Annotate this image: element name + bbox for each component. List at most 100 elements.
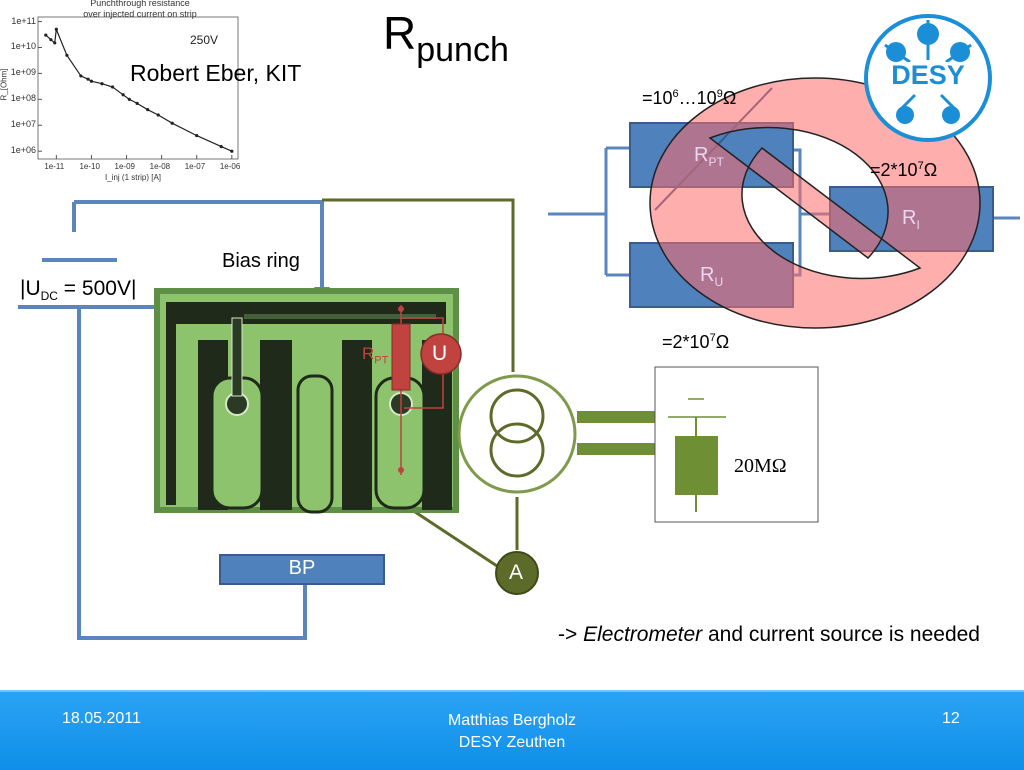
- probe-top-dot: [398, 306, 404, 312]
- plot-ytick-label: 1e+06: [10, 145, 36, 156]
- source-coil-bottom: [489, 422, 545, 478]
- source-coil-top: [489, 388, 545, 444]
- plot-xtick-label: 1e-06: [219, 162, 241, 171]
- rpt-label: RPT: [694, 144, 724, 169]
- plot-xlabel: I_inj (1 strip) [A]: [105, 173, 162, 182]
- plot-point: [121, 93, 125, 97]
- plot-ytick-label: 1e+07: [10, 119, 36, 130]
- plot-panel: [0, 0, 244, 190]
- plot-ytick-label: 1e+10: [10, 41, 36, 52]
- plot-point: [135, 101, 139, 105]
- plot-point: [110, 85, 115, 89]
- strip-4: [342, 340, 372, 510]
- rpt-chip-label: RPT: [362, 344, 388, 366]
- plot-point: [54, 27, 58, 31]
- plot-series-points: [44, 27, 234, 153]
- no-sign: [649, 77, 981, 329]
- udc-sub: DC: [40, 289, 58, 304]
- source-outer-ring: [457, 374, 577, 494]
- source-lead-bottom: [577, 443, 655, 455]
- rpt-chip-sub: PT: [374, 354, 389, 367]
- ammeter-label: A: [509, 561, 524, 584]
- plot-point: [170, 121, 174, 125]
- eq-ri-exp: 7: [917, 160, 924, 172]
- plot-ytick-label: 1e+08: [10, 93, 36, 104]
- eq-top-exp1: 6: [672, 88, 679, 100]
- current-source: [457, 374, 655, 494]
- udc-pre: |U: [20, 277, 41, 300]
- backplane-label: BP: [288, 557, 316, 579]
- top-green-wire: [322, 198, 515, 372]
- note-arrow: ->: [558, 623, 584, 646]
- rpt-main: R: [694, 144, 709, 166]
- eq-ru-unit: Ω: [715, 332, 730, 352]
- plot-frame: [37, 16, 239, 160]
- electrometer-note: -> Electrometer and current source is ne…: [558, 620, 998, 650]
- title-main: R: [383, 7, 417, 59]
- plot-title-line1: Punchthrough resistance: [90, 0, 190, 8]
- eq-top-exp2: 9: [716, 88, 723, 100]
- plot-xtick-label: 1e-08: [149, 162, 171, 171]
- desy-logo-text: DESY: [891, 60, 965, 90]
- plot-ticks: [38, 21, 233, 159]
- ru-value-label: =2*107Ω: [662, 332, 729, 353]
- udc-post: = 500V|: [57, 277, 137, 300]
- bias-ring-metal: [166, 302, 446, 505]
- author-credit: Robert Eber, KIT: [130, 60, 302, 86]
- plot-ytick-label: 1e+11: [11, 15, 36, 26]
- pad-1-link: [231, 317, 243, 397]
- plot-point: [156, 113, 160, 117]
- rpt-chip-main: R: [362, 344, 375, 363]
- eq-ru-pre: =2*10: [662, 332, 710, 352]
- plot-point: [65, 53, 69, 57]
- ammeter-circle: [495, 551, 539, 595]
- plot-point: [86, 77, 90, 81]
- probe-bottom-dot: [398, 467, 404, 473]
- plot-point: [44, 33, 48, 37]
- bias-wire: [72, 200, 324, 295]
- plot-point: [230, 149, 234, 153]
- plot-point: [89, 79, 94, 83]
- desy-logo-band: [883, 62, 973, 94]
- note-emphasis: Electrometer: [583, 623, 703, 646]
- rpt-resistor: [391, 323, 411, 391]
- plot-xtick-label: 1e-07: [184, 162, 206, 171]
- plot-point: [219, 145, 223, 149]
- voltmeter-circle: [420, 333, 462, 375]
- note-rest: and current source is needed: [702, 623, 980, 646]
- voltmeter-label: U: [432, 342, 448, 365]
- eq-ri-unit: Ω: [923, 160, 938, 180]
- eq-top-mid: …10: [678, 88, 717, 108]
- plot-annotation: 250V: [190, 33, 219, 47]
- footer-date: 18.05.2011: [62, 710, 141, 727]
- ri-sub: I: [916, 218, 920, 232]
- ru-sub: U: [714, 275, 724, 289]
- electrometer-inset: [654, 366, 819, 523]
- resistor-value: 20MΩ: [734, 455, 787, 477]
- plot-xtick-label: 1e-10: [79, 162, 100, 171]
- source-lead-top: [577, 411, 655, 423]
- backplane-wire: [77, 307, 307, 640]
- ru-main: R: [700, 264, 715, 286]
- ri-label: RI: [902, 207, 920, 232]
- bias-ring-inner: [244, 314, 436, 319]
- backplane-box: [219, 554, 385, 585]
- slide-title: Rpunch: [383, 10, 509, 67]
- footer-author-line1: Matthias Bergholz: [447, 712, 577, 729]
- strip-2: [260, 340, 292, 510]
- eq-ru-exp: 7: [709, 332, 716, 344]
- plot-title-line2: over injected current on strip: [83, 9, 197, 19]
- inset-resistor: [675, 436, 718, 495]
- strip-3: [296, 374, 334, 514]
- title-sub: punch: [416, 31, 509, 69]
- plot-point: [79, 74, 83, 78]
- udc-label: |UDC = 500V|: [20, 277, 136, 303]
- plot-xtick-label: 1e-11: [44, 162, 65, 171]
- plot-point: [100, 82, 104, 86]
- desy-logo: [864, 14, 992, 142]
- rpt-range-label: =106…109Ω: [642, 88, 736, 109]
- plot-point: [127, 97, 131, 101]
- ri-main: R: [902, 207, 917, 229]
